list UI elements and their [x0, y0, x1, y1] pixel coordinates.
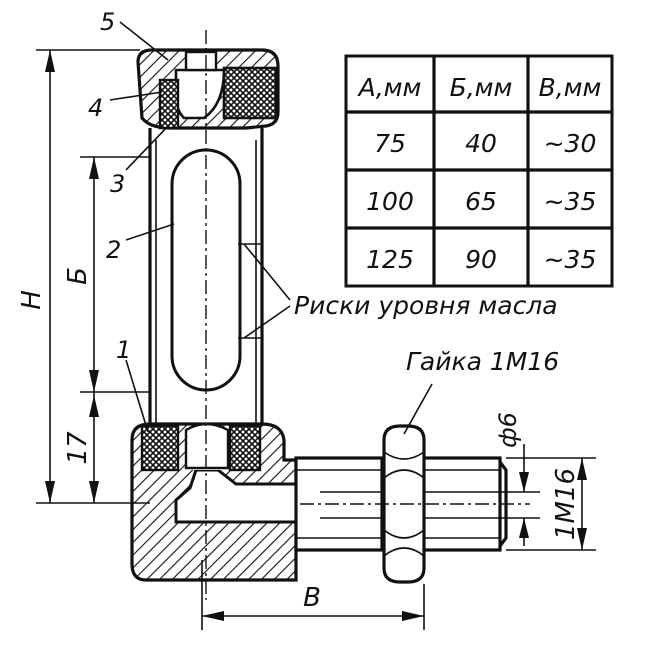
dimension-bore-diameter: ф6: [494, 412, 522, 448]
glass-tube: [148, 140, 264, 424]
table-cell: 100: [366, 187, 414, 216]
top-cap: [136, 48, 280, 140]
nut-label: Гайка 1М16: [406, 347, 559, 376]
leader-lines: [109, 21, 433, 435]
table-cell: 90: [465, 245, 497, 274]
size-table: А,мм Б,мм В,мм 75 40 ~30 100 65 ~35 125 …: [344, 54, 614, 288]
dimension-thread: 1М16: [551, 468, 581, 540]
dimension-v: В: [303, 583, 321, 613]
table-cell: 125: [366, 245, 414, 274]
table-header-b: Б,мм: [450, 73, 513, 102]
table-header-a: А,мм: [357, 73, 422, 102]
dimension-b: Б: [63, 267, 93, 285]
dimension-17: 17: [63, 431, 93, 465]
table-cell: 65: [465, 187, 497, 216]
table-cell: 75: [374, 129, 406, 158]
table-header-v: В,мм: [539, 73, 602, 102]
callout-part-1: 1: [116, 336, 131, 364]
dimension-lines: [36, 49, 596, 630]
callout-part-4: 4: [88, 94, 103, 122]
dimension-h: H: [17, 290, 47, 310]
table-cell: ~35: [544, 245, 597, 274]
fitting-body: [130, 422, 298, 582]
table-cell: ~30: [544, 129, 597, 158]
callout-part-5: 5: [100, 8, 115, 36]
callout-part-3: 3: [110, 170, 125, 198]
oil-level-marks-label: Риски уровня масла: [294, 291, 558, 320]
table-cell: 40: [465, 129, 497, 158]
table-cell: ~35: [544, 187, 597, 216]
callout-part-2: 2: [106, 236, 121, 264]
